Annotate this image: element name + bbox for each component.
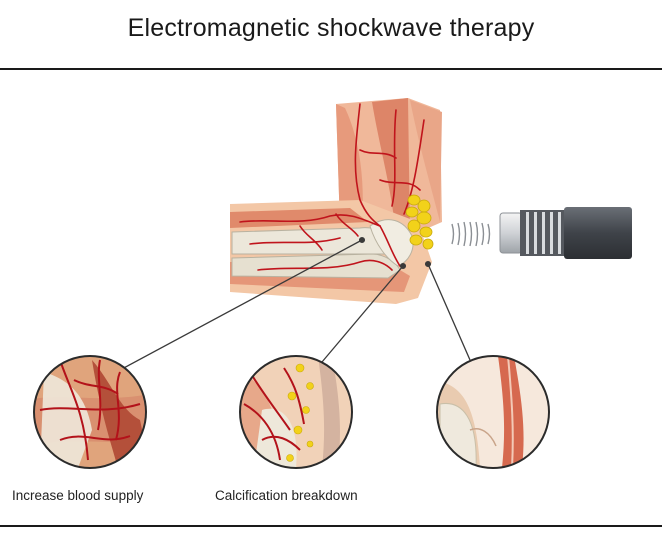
- caption-increase-blood-supply: Increase blood supply: [12, 488, 143, 503]
- shockwave-device: [500, 207, 632, 259]
- elbow-anatomy: [230, 98, 442, 304]
- wave-rings-icon: [452, 222, 490, 246]
- zoom-tissue-repair: [433, 356, 553, 468]
- calcification-deposits: [406, 195, 433, 249]
- zoom-calcification: [236, 356, 356, 468]
- caption-calcification-breakdown: Calcification breakdown: [215, 488, 358, 503]
- bottom-divider: [0, 525, 662, 527]
- zoom-blood-supply: [30, 356, 150, 468]
